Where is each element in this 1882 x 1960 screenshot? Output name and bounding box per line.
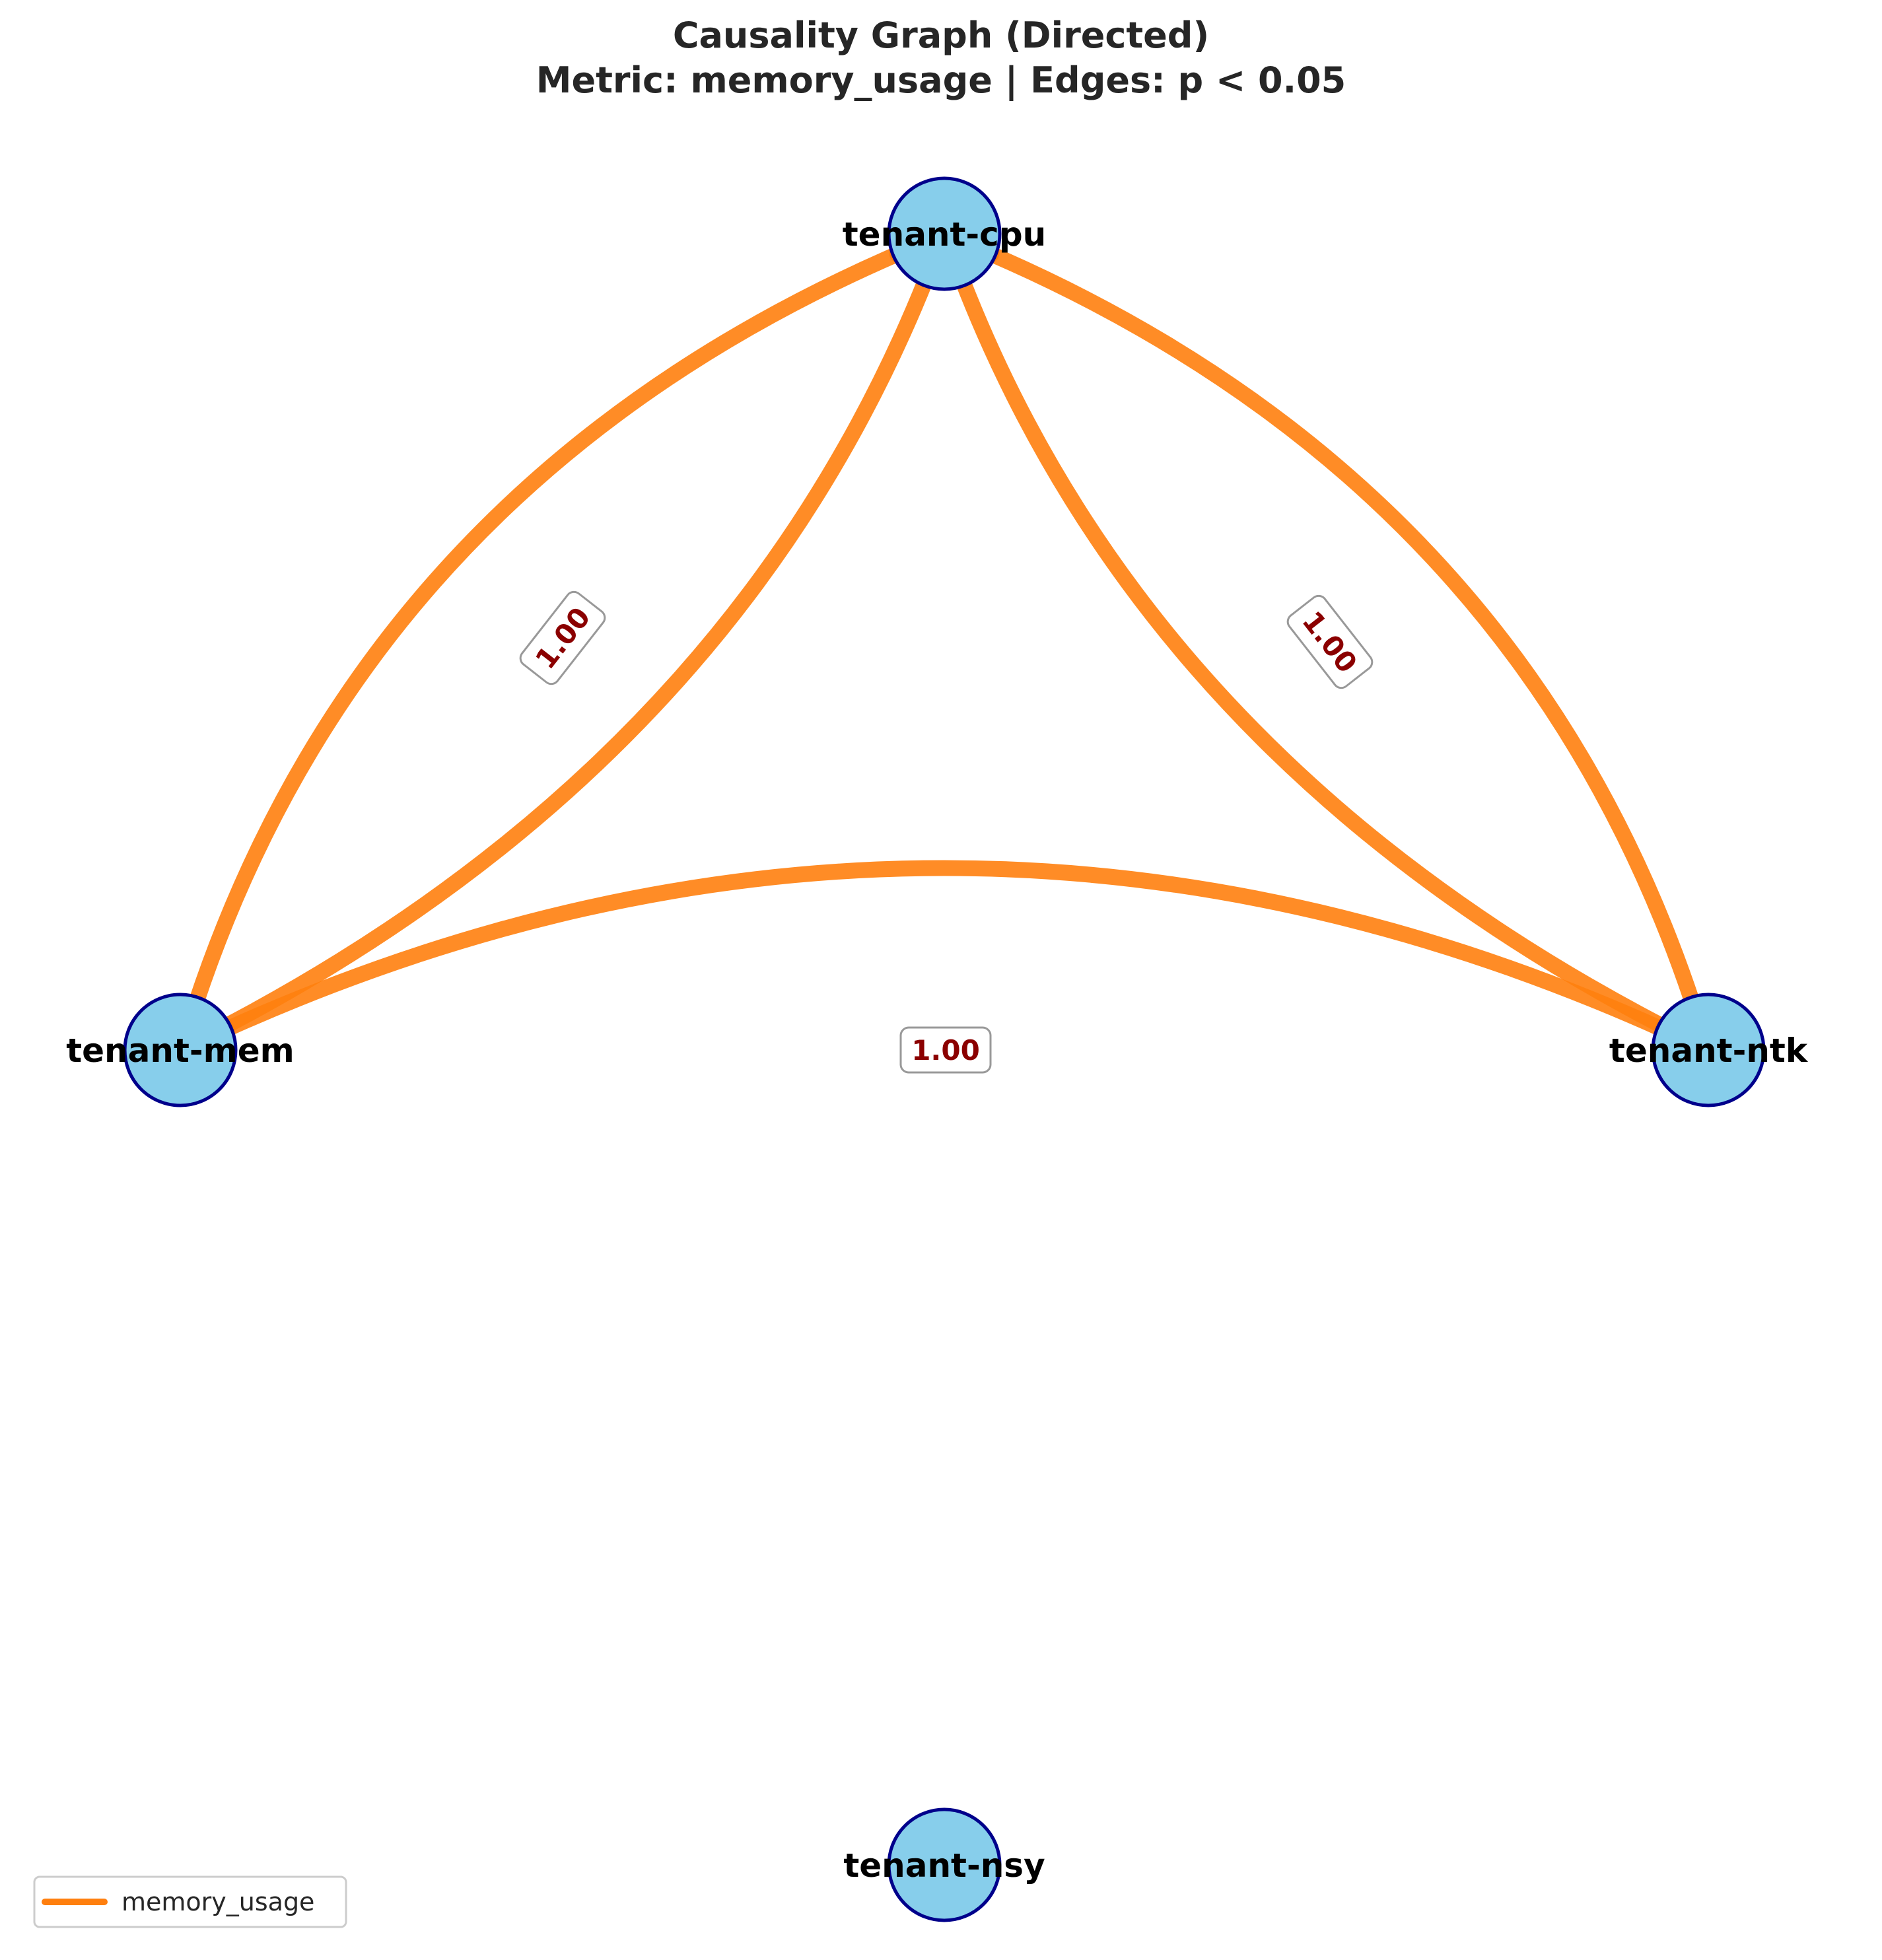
node-tenant-cpu: tenant-cpu: [843, 176, 1046, 291]
edge-label-cpu-to-mem: 1.00: [519, 590, 606, 685]
title-line-2: Metric: memory_usage | Edges: p < 0.05: [536, 59, 1346, 101]
node-circle: [887, 1807, 1002, 1922]
node-label: tenant-nsy: [843, 1846, 1045, 1885]
legend-label-memory-usage: memory_usage: [122, 1887, 314, 1916]
nodes-layer: tenant-cpu tenant-mem tenant-ntk tenant-nsy: [66, 176, 1809, 1922]
legend-box: [33, 1875, 347, 1928]
edge-label-ntk-to-mem: 1.00: [899, 1026, 992, 1074]
edge-weight-text: 1.00: [911, 1034, 980, 1067]
legend: memory_usage: [33, 1875, 347, 1928]
node-label: tenant-cpu: [843, 215, 1046, 254]
node-circle: [123, 993, 238, 1107]
edge-label-box: [899, 1026, 992, 1074]
node-tenant-ntk: tenant-ntk: [1609, 993, 1809, 1107]
node-label: tenant-ntk: [1609, 1032, 1809, 1070]
node-circle: [1651, 993, 1766, 1107]
chart-title: Causality Graph (Directed) Metric: memor…: [536, 15, 1346, 101]
edge-label-cpu-to-ntk: 1.00: [1286, 594, 1374, 689]
edge-ntk-to-cpu: [982, 245, 1701, 1011]
edges-layer: [188, 244, 1701, 1039]
edge-label-box: [1286, 594, 1374, 689]
title-line-1: Causality Graph (Directed): [673, 15, 1209, 56]
node-tenant-mem: tenant-mem: [66, 993, 295, 1107]
edge-cpu-to-ntk: [954, 272, 1672, 1035]
node-tenant-nsy: tenant-nsy: [843, 1807, 1045, 1922]
node-label: tenant-mem: [66, 1032, 295, 1070]
edge-ntk-to-mem: [217, 860, 1671, 1038]
edge-labels-layer: 1.00 1.00 1.00: [519, 590, 1374, 1074]
node-circle: [887, 176, 1002, 291]
edge-mem-to-cpu: [188, 245, 907, 1011]
edge-cpu-to-mem: [216, 272, 934, 1035]
edge-label-box: [519, 590, 606, 685]
